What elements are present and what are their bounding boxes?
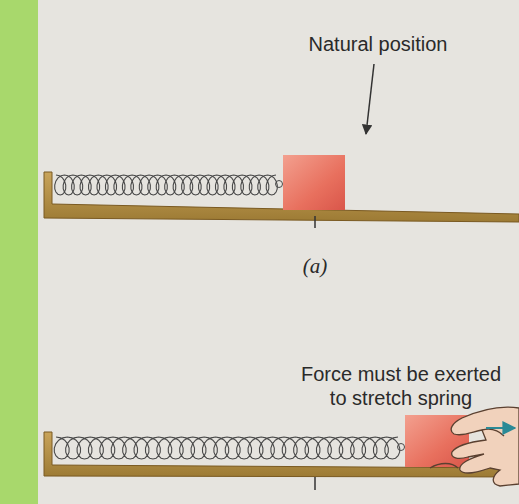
spring-hook [398, 444, 405, 451]
force-arrow [486, 427, 515, 429]
side-band [0, 0, 38, 504]
spring [54, 437, 404, 459]
hand [430, 407, 519, 486]
spring-hook [276, 181, 283, 188]
caption-label: Natural position [288, 32, 468, 56]
tick-mark [314, 216, 316, 228]
wall-and-floor [44, 172, 519, 222]
part-label: (a) [290, 254, 340, 279]
spring-coil [54, 437, 399, 459]
block [283, 155, 345, 210]
spring [55, 175, 283, 195]
tick-mark [314, 477, 316, 490]
pointer-arrow [366, 64, 374, 134]
spring-coil [55, 175, 278, 195]
caption-label: Force must be exerted to stretch spring [290, 362, 512, 410]
